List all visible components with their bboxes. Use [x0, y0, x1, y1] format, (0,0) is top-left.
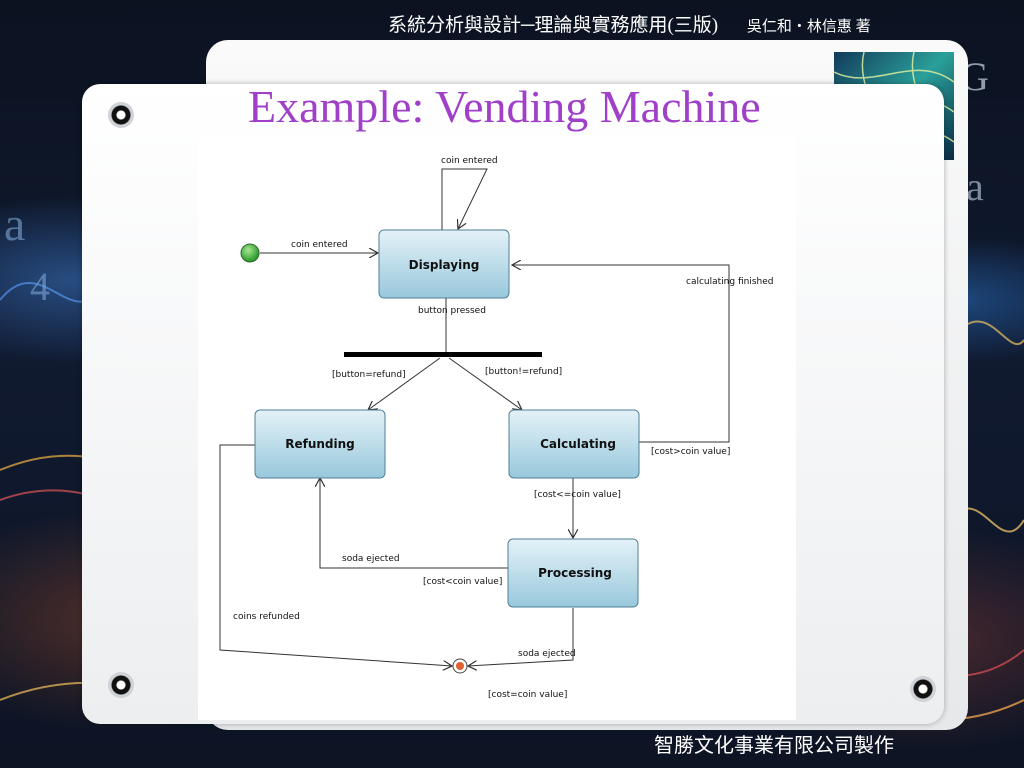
label-cost-gt: [cost>coin value] [651, 447, 730, 457]
state-calculating-label: Calculating [540, 437, 616, 451]
svg-text:a: a [4, 198, 25, 251]
calc-finished-arrow [512, 265, 730, 443]
label-refund-guard: [button=refund] [332, 370, 406, 380]
state-refunding-label: Refunding [285, 437, 355, 451]
state-diagram: Displaying Refunding Calculating Process… [198, 134, 796, 720]
label-cost-lt: [cost<coin value] [423, 577, 502, 587]
label-soda-ejected-bottom: soda ejected [518, 649, 576, 659]
soda-ejected-final-arrow [468, 608, 574, 666]
binder-hole-top-left [108, 102, 134, 128]
final-state [452, 658, 468, 674]
state-refunding: Refunding [254, 409, 386, 479]
to-calculating-arrow [448, 357, 522, 410]
label-not-refund-guard: [button!=refund] [485, 367, 562, 377]
label-cost-eq: [cost=coin value] [488, 690, 567, 700]
binder-hole-bottom-right [910, 676, 936, 702]
binder-hole-bottom-left [108, 672, 134, 698]
state-processing: Processing [507, 538, 639, 608]
slide-title: Example: Vending Machine [248, 81, 761, 132]
state-processing-label: Processing [538, 566, 612, 580]
label-cost-le: [cost<=coin value] [534, 490, 621, 500]
self-loop-arrow [441, 168, 488, 231]
label-button-pressed: button pressed [418, 306, 486, 316]
initial-state [240, 243, 260, 263]
transitions [219, 168, 730, 666]
label-soda-ejected-left: soda ejected [342, 554, 400, 564]
svg-text:4: 4 [30, 264, 50, 309]
svg-text:a: a [966, 164, 984, 209]
label-calc-finished: calculating finished [686, 277, 773, 287]
label-coins-refunded: coins refunded [233, 612, 300, 622]
state-displaying: Displaying [378, 229, 510, 299]
authors: 吳仁和‧林信惠 著 [746, 19, 871, 35]
to-refunding-arrow [368, 357, 441, 410]
processing-to-refunding-arrow [320, 478, 508, 569]
label-self-loop: coin entered [441, 156, 498, 166]
label-initial: coin entered [291, 240, 348, 250]
coins-refunded-arrow [219, 444, 452, 666]
fork-bar [344, 352, 542, 357]
footer-publisher: 智勝文化事業有限公司製作 [654, 735, 894, 757]
header-bar: 系統分析與設計─理論與實務應用(三版) 吳仁和‧林信惠 著 [388, 10, 871, 37]
book-title: 系統分析與設計─理論與實務應用(三版) [388, 15, 719, 36]
state-calculating: Calculating [508, 409, 640, 479]
state-displaying-label: Displaying [409, 258, 480, 272]
